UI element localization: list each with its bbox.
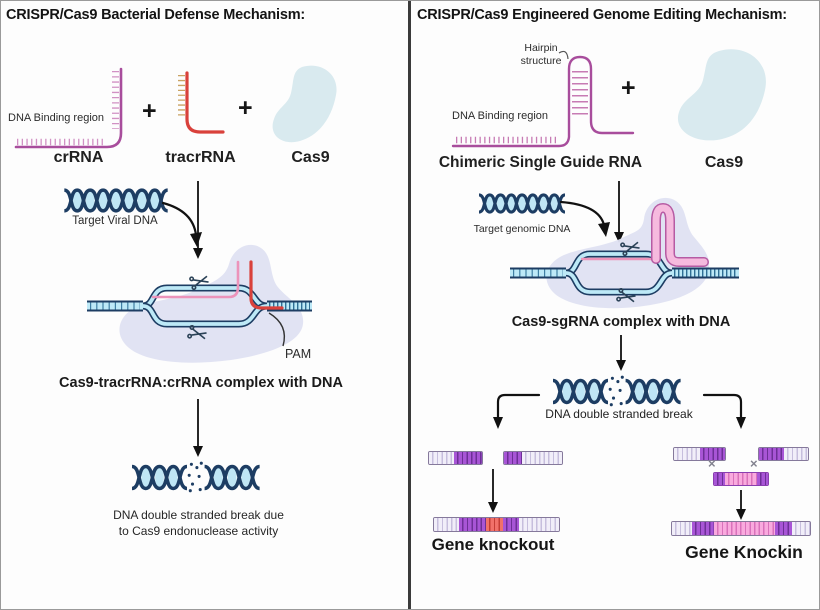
x-mark: ×: [750, 456, 758, 471]
break-dots: [608, 375, 624, 407]
break-dots: [187, 461, 203, 493]
left-complex-caption: Cas9-tracrRNA:crRNA complex with DNA: [59, 375, 343, 391]
dna-fragment-bar: [673, 447, 726, 461]
target-dna-helix-icon: [63, 188, 169, 213]
broken-dna-helix-icon: [552, 375, 682, 407]
right-break-caption: DNA double stranded break: [545, 407, 693, 421]
hairpin-structure-label: Hairpin structure: [520, 42, 562, 67]
arrow-down-icon: [614, 181, 624, 243]
gene-knockout-label: Gene knockout: [431, 535, 555, 554]
scissors-icon: [189, 275, 209, 291]
dna-fragment-bar: [428, 451, 483, 465]
cas9-tracrrna-crrna-complex: [87, 244, 312, 363]
cas9-protein-blob: [677, 49, 766, 141]
tracrrna-structure: [178, 71, 225, 134]
target-dna-label: Target genomic DNA: [473, 223, 571, 235]
scissors-icon: [616, 287, 636, 303]
gene-knockin-label: Gene Knockin: [685, 542, 803, 562]
dna-fragment-bar: [503, 451, 563, 465]
arrow-down-icon: [488, 469, 498, 513]
cas9-sgrna-complex: [510, 197, 739, 309]
dna-binding-region-label: DNA Binding region: [8, 112, 105, 124]
scissors-icon: [620, 241, 640, 257]
target-dna-label: Target Viral DNA: [72, 215, 158, 227]
dna-binding-region-label: DNA Binding region: [452, 110, 549, 122]
dna-fragment-bar: [758, 447, 809, 461]
left-panel-title: CRISPR/Cas9 Bacterial Defense Mechanism:: [6, 7, 306, 23]
right-complex-caption: Cas9-sgRNA complex with DNA: [511, 314, 731, 330]
arrow-down-icon: [193, 181, 203, 259]
crrna-structure: [14, 67, 123, 149]
cas9-label: Cas9: [704, 154, 744, 171]
panel-divider: [408, 1, 411, 609]
scissors-icon: [187, 324, 207, 340]
curved-arrow-icon: [559, 200, 610, 237]
knockin-result-bar: [671, 521, 811, 536]
branch-arrows-icon: [493, 393, 746, 429]
break-caption-line1: DNA double stranded break due: [113, 508, 284, 522]
sgrna-structure: [451, 50, 635, 148]
knockout-result-bar: [433, 517, 560, 532]
donor-dna-bar: [713, 472, 769, 486]
x-mark: ×: [708, 456, 716, 471]
crrna-label: crRNA: [53, 149, 104, 166]
cas9-label: Cas9: [291, 149, 330, 166]
tracrrna-label: tracrRNA: [165, 149, 236, 166]
right-panel-title: CRISPR/Cas9 Engineered Genome Editing Me…: [417, 7, 787, 23]
plus-sign: +: [142, 97, 157, 125]
arrow-down-icon: [736, 490, 746, 520]
plus-sign: +: [621, 74, 636, 102]
pam-label: PAM: [285, 347, 312, 361]
left-break-caption: DNA double stranded break due to Cas9 en…: [51, 507, 346, 539]
curved-arrow-icon: [161, 201, 202, 247]
break-caption-line2: to Cas9 endonuclease activity: [118, 524, 279, 539]
sgrna-label: Chimeric Single Guide RNA: [438, 154, 643, 171]
plus-sign: +: [238, 94, 253, 122]
arrow-down-icon: [193, 399, 203, 457]
cas9-protein-blob: [272, 65, 337, 143]
target-dna-helix-icon: [478, 193, 566, 214]
broken-dna-helix-icon: [131, 461, 261, 493]
arrow-down-icon: [616, 335, 626, 371]
